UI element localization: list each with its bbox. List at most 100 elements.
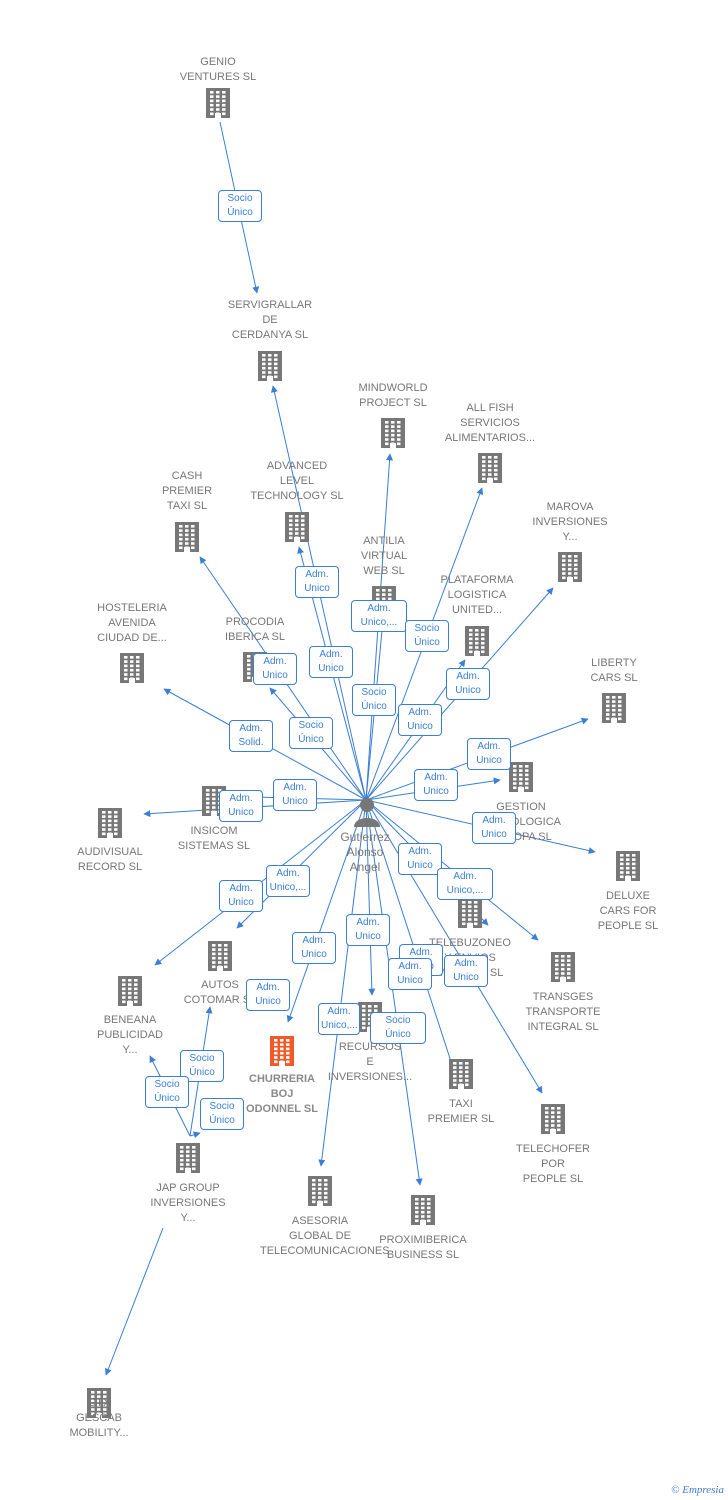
company-node-recursos[interactable]: RECURSOS E INVERSIONES... bbox=[310, 1040, 430, 1085]
role-badge[interactable]: Socio Único bbox=[145, 1076, 189, 1108]
company-label: ALL FISH SERVICIOS ALIMENTARIOS... bbox=[444, 402, 536, 444]
company-label: PROCODIA IBERICA SL bbox=[225, 616, 285, 643]
building-icon-allfish[interactable] bbox=[477, 451, 503, 483]
company-node-proximiberica[interactable]: PROXIMIBERICA BUSINESS SL bbox=[363, 1233, 483, 1263]
building-icon-transges[interactable] bbox=[550, 950, 576, 982]
role-badge[interactable]: Socio Único bbox=[405, 620, 449, 652]
company-node-gtx[interactable]: GTX GESCAB MOBILITY... bbox=[39, 1396, 159, 1441]
building-icon-asesoria[interactable] bbox=[307, 1174, 333, 1206]
building-icon-telebuzoneo[interactable] bbox=[457, 896, 483, 928]
company-label: LIBERTY CARS SL bbox=[590, 657, 638, 684]
role-badge[interactable]: Socio Único bbox=[289, 717, 333, 749]
role-badge[interactable]: Adm. Unico bbox=[398, 704, 442, 736]
role-badge[interactable]: Adm. Unico bbox=[388, 958, 432, 990]
role-badge[interactable]: Adm. Unico bbox=[444, 955, 488, 987]
building-icon-churreria[interactable] bbox=[269, 1034, 295, 1066]
role-badge[interactable]: Adm. Unico bbox=[273, 779, 317, 811]
company-label: ASESORIA GLOBAL DE TELECOMUNICACIONES bbox=[260, 1215, 390, 1257]
company-node-jap[interactable]: JAP GROUP INVERSIONES Y... bbox=[128, 1181, 248, 1226]
building-icon-mindworld[interactable] bbox=[380, 416, 406, 448]
role-badge[interactable]: Adm. Unico bbox=[295, 566, 339, 598]
company-node-antilia[interactable]: ANTILIA VIRTUAL WEB SL bbox=[324, 534, 444, 579]
company-node-audivisual[interactable]: AUDIVISUAL RECORD SL bbox=[50, 845, 170, 875]
company-node-procodia[interactable]: PROCODIA IBERICA SL bbox=[195, 615, 315, 645]
role-badge[interactable]: Adm. Unico bbox=[398, 843, 442, 875]
company-label: ANTILIA VIRTUAL WEB SL bbox=[360, 535, 408, 577]
edge-25 bbox=[365, 799, 423, 1186]
role-badge[interactable]: Adm. Unico,... bbox=[351, 600, 407, 632]
role-badge[interactable]: Adm. Unico bbox=[467, 738, 511, 770]
company-label: BENEANA PUBLICIDAD Y... bbox=[96, 1014, 164, 1056]
company-node-allfish[interactable]: ALL FISH SERVICIOS ALIMENTARIOS... bbox=[430, 401, 550, 446]
company-label: RECURSOS E INVERSIONES... bbox=[327, 1041, 413, 1083]
company-node-beneana[interactable]: BENEANA PUBLICIDAD Y... bbox=[70, 1013, 190, 1058]
company-node-insicom[interactable]: INSICOM SISTEMAS SL bbox=[154, 824, 274, 854]
person-icon[interactable] bbox=[352, 795, 382, 827]
building-icon-genio[interactable] bbox=[205, 86, 231, 118]
center-person-name[interactable]: Gutierrez Alonso Angel bbox=[340, 830, 390, 874]
company-label: CASH PREMIER TAXI SL bbox=[161, 470, 213, 512]
role-badge[interactable]: Adm. Solid. bbox=[229, 720, 273, 752]
company-node-plataforma[interactable]: PLATAFORMA LOGISTICA UNITED... bbox=[417, 573, 537, 618]
role-badge[interactable]: Adm. Unico bbox=[414, 769, 458, 801]
role-badge[interactable]: Socio Único bbox=[370, 1012, 426, 1044]
company-node-genio[interactable]: GENIO VENTURES SL bbox=[158, 55, 278, 85]
building-icon-hosteleria[interactable] bbox=[119, 651, 145, 683]
role-badge[interactable]: Adm. Unico,... bbox=[318, 1003, 360, 1035]
role-badge[interactable]: Adm. Unico bbox=[253, 653, 297, 685]
company-node-transges[interactable]: TRANSGES TRANSPORTE INTEGRAL SL bbox=[503, 990, 623, 1035]
role-badge[interactable]: Adm. Unico bbox=[292, 932, 336, 964]
building-icon-proximiberica[interactable] bbox=[410, 1193, 436, 1225]
company-node-asesoria[interactable]: ASESORIA GLOBAL DE TELECOMUNICACIONES bbox=[260, 1214, 390, 1259]
building-icon-jap[interactable] bbox=[175, 1141, 201, 1173]
building-icon-telechofer[interactable] bbox=[540, 1102, 566, 1134]
building-icon-cash[interactable] bbox=[174, 520, 200, 552]
role-badge[interactable]: Adm. Unico,... bbox=[266, 865, 310, 897]
building-icon-gestion[interactable] bbox=[508, 760, 534, 792]
role-badge[interactable]: Socio Único bbox=[200, 1098, 244, 1130]
building-icon-liberty[interactable] bbox=[601, 691, 627, 723]
building-icon-servigrallar[interactable] bbox=[257, 349, 283, 381]
company-node-marova[interactable]: MAROVA INVERSIONES Y... bbox=[510, 500, 630, 545]
company-label: MAROVA INVERSIONES Y... bbox=[532, 501, 608, 543]
company-label: GTX GESCAB MOBILITY... bbox=[69, 1397, 129, 1439]
company-label: AUDIVISUAL RECORD SL bbox=[77, 846, 143, 873]
role-badge[interactable]: Socio Único bbox=[218, 190, 262, 222]
role-badge[interactable]: Adm. Unico bbox=[246, 979, 290, 1011]
building-icon-plataforma[interactable] bbox=[464, 624, 490, 656]
company-node-servigrallar[interactable]: SERVIGRALLAR DE CERDANYA SL bbox=[210, 298, 330, 343]
building-icon-marova[interactable] bbox=[557, 550, 583, 582]
company-label: MINDWORLD PROJECT SL bbox=[358, 382, 428, 409]
company-node-mindworld[interactable]: MINDWORLD PROJECT SL bbox=[333, 381, 453, 411]
edge-21 bbox=[365, 799, 376, 996]
company-node-liberty[interactable]: LIBERTY CARS SL bbox=[554, 656, 674, 686]
company-label: JAP GROUP INVERSIONES Y... bbox=[150, 1182, 226, 1224]
building-icon-deluxe[interactable] bbox=[615, 849, 641, 881]
building-icon-autos[interactable] bbox=[207, 939, 233, 971]
company-node-cash[interactable]: CASH PREMIER TAXI SL bbox=[127, 469, 247, 514]
role-badge[interactable]: Adm. Unico bbox=[219, 880, 263, 912]
company-label: TRANSGES TRANSPORTE INTEGRAL SL bbox=[525, 991, 601, 1033]
company-node-deluxe[interactable]: DELUXE CARS FOR PEOPLE SL bbox=[568, 889, 688, 934]
building-icon-beneana[interactable] bbox=[117, 974, 143, 1006]
role-badge[interactable]: Adm. Unico bbox=[219, 790, 263, 822]
role-badge[interactable]: Adm. Unico,... bbox=[437, 868, 493, 900]
building-icon-gtx[interactable] bbox=[86, 1386, 112, 1418]
company-label: TELECHOFER POR PEOPLE SL bbox=[516, 1143, 590, 1185]
company-node-telechofer[interactable]: TELECHOFER POR PEOPLE SL bbox=[493, 1142, 613, 1187]
company-node-taxi[interactable]: TAXI PREMIER SL bbox=[401, 1097, 521, 1127]
company-node-advanced[interactable]: ADVANCED LEVEL TECHNOLOGY SL bbox=[237, 459, 357, 504]
company-label: DELUXE CARS FOR PEOPLE SL bbox=[597, 890, 659, 932]
company-node-churreria[interactable]: CHURRERIA BOJ ODONNEL SL bbox=[222, 1072, 342, 1117]
building-icon-advanced[interactable] bbox=[284, 510, 310, 542]
building-icon-audivisual[interactable] bbox=[97, 806, 123, 838]
role-badge[interactable]: Socio Único bbox=[352, 684, 396, 716]
role-badge[interactable]: Adm. Unico bbox=[446, 668, 490, 700]
building-icon-taxi[interactable] bbox=[448, 1057, 474, 1089]
copyright-icon: © bbox=[671, 1484, 680, 1496]
role-badge[interactable]: Adm. Unico bbox=[346, 914, 390, 946]
role-badge[interactable]: Adm. Unico bbox=[309, 646, 353, 678]
company-node-hosteleria[interactable]: HOSTELERIA AVENIDA CIUDAD DE... bbox=[72, 601, 192, 646]
role-badge[interactable]: Adm. Unico bbox=[472, 812, 516, 844]
